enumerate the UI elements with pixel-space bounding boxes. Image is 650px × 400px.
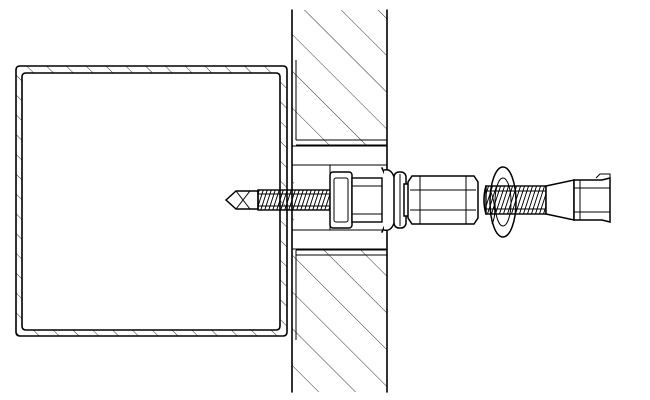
threaded-bit-holder — [483, 173, 611, 223]
self-drilling-screw — [224, 171, 383, 229]
sealing-washer — [381, 167, 407, 233]
hex-socket-adapter — [403, 175, 479, 225]
